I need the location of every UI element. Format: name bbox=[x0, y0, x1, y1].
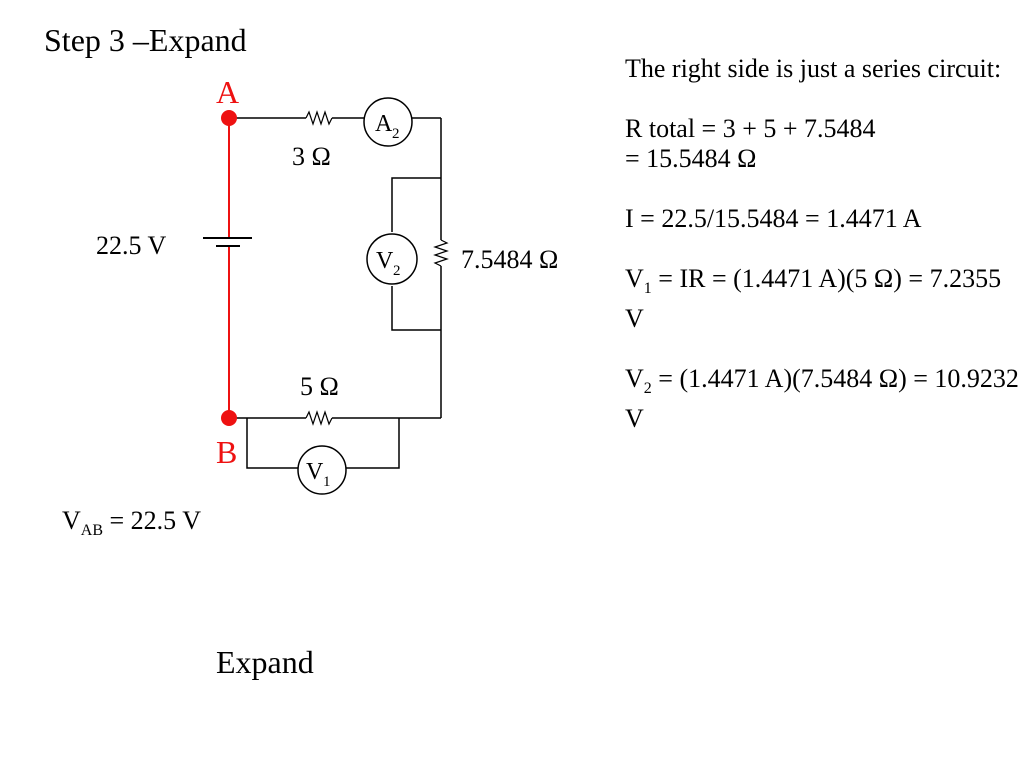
v2-parallel-branch bbox=[391, 177, 441, 232]
slide-title: Step 3 –Expand bbox=[44, 22, 247, 58]
battery-voltage-label: 22.5 V bbox=[96, 231, 167, 260]
v1-rest: = IR = (1.4471 A)(5 Ω) = 7.2355 V bbox=[625, 264, 1002, 334]
ammeter-subscript: 2 bbox=[392, 126, 400, 142]
resistor-7-5484-ohm-label: 7.5484 Ω bbox=[461, 245, 558, 274]
battery-symbol bbox=[203, 237, 252, 247]
node-b-label: B bbox=[216, 434, 237, 470]
voltmeter-v1-letter: V bbox=[306, 459, 324, 485]
node-a-label: A bbox=[216, 74, 239, 110]
vab-equation: VAB = 22.5 V bbox=[62, 504, 201, 548]
voltmeter-v2-letter: V bbox=[376, 248, 394, 274]
vab-prefix: V bbox=[62, 506, 81, 535]
vab-subscript: AB bbox=[80, 522, 104, 540]
v1-prefix: V bbox=[625, 264, 644, 293]
voltmeter-v1: V 1 bbox=[297, 445, 347, 495]
voltmeter-v2: V 2 bbox=[366, 233, 418, 285]
resistor-3-ohm bbox=[305, 110, 333, 126]
node-b-dot bbox=[221, 410, 237, 426]
explanation-v2: V2 = (1.4471 A)(7.5484 Ω) = 10.9232 V bbox=[625, 364, 1020, 434]
ammeter-letter: A bbox=[375, 111, 393, 137]
resistor-7-5484-ohm bbox=[433, 239, 449, 267]
voltmeter-v1-subscript: 1 bbox=[323, 474, 331, 490]
voltmeter-v2-subscript: 2 bbox=[393, 263, 401, 279]
rtotal-line-2: = 15.5484 Ω bbox=[625, 144, 757, 173]
v2-prefix: V bbox=[625, 364, 644, 394]
ammeter-a2: A 2 bbox=[363, 97, 413, 147]
v1-parallel-branch-right bbox=[346, 418, 400, 469]
resistor-5-ohm bbox=[305, 410, 333, 426]
explanation-intro: The right side is just a series circuit: bbox=[625, 54, 1002, 83]
vab-value: = 22.5 V bbox=[103, 506, 201, 535]
resistor-5-ohm-label: 5 Ω bbox=[300, 372, 339, 401]
resistor-3-ohm-label: 3 Ω bbox=[292, 142, 331, 171]
explanation-text: The right side is just a series circuit:… bbox=[625, 54, 1020, 464]
slide-footer: Expand bbox=[216, 644, 314, 680]
node-a-dot bbox=[221, 110, 237, 126]
v2-rest: = (1.4471 A)(7.5484 Ω) = 10.9232 V bbox=[625, 364, 1019, 434]
explanation-v1: V1 = IR = (1.4471 A)(5 Ω) = 7.2355 V bbox=[625, 264, 1020, 334]
explanation-rtotal: R total = 3 + 5 + 7.5484= 15.5484 Ω bbox=[625, 114, 1020, 174]
rtotal-line-1: R total = 3 + 5 + 7.5484 bbox=[625, 114, 876, 143]
v1-subscript: 1 bbox=[643, 280, 652, 298]
v2-parallel-branch-lower bbox=[391, 286, 441, 331]
v1-parallel-branch-left bbox=[246, 418, 298, 469]
explanation-current: I = 22.5/15.5484 = 1.4471 A bbox=[625, 204, 922, 233]
v2-subscript: 2 bbox=[643, 380, 652, 398]
